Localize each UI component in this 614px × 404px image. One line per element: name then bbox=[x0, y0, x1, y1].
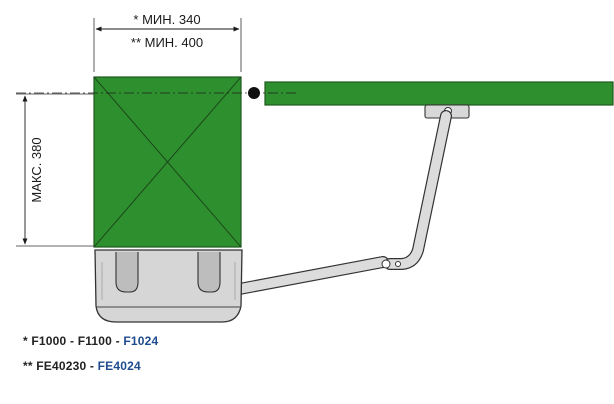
articulated-arm bbox=[228, 110, 452, 296]
pillar bbox=[93, 76, 242, 248]
legend-2-models: FE40230 - bbox=[36, 359, 98, 373]
max-380-label: МАКС. 380 bbox=[29, 137, 44, 202]
legend-line-double-star: ** FE40230 - FE4024 bbox=[23, 359, 141, 373]
legend-1-models: F1000 - F1100 - bbox=[31, 334, 124, 348]
gate-leaf bbox=[264, 81, 614, 106]
min-340-label: * МИН. 340 bbox=[133, 12, 200, 27]
height-dimension: МАКС. 380 bbox=[16, 93, 94, 247]
legend-1-highlight: F1024 bbox=[123, 334, 159, 348]
hinge-pivot bbox=[248, 87, 260, 99]
legend-1-prefix: * bbox=[23, 334, 32, 348]
operator-housing bbox=[94, 249, 243, 323]
min-400-label: ** МИН. 400 bbox=[131, 35, 203, 50]
legend-line-single-star: * F1000 - F1100 - F1024 bbox=[23, 334, 158, 348]
legend-2-prefix: ** bbox=[23, 359, 37, 373]
legend-2-highlight: FE4024 bbox=[97, 359, 141, 373]
width-dimension: * МИН. 340 ** МИН. 400 bbox=[93, 12, 242, 72]
